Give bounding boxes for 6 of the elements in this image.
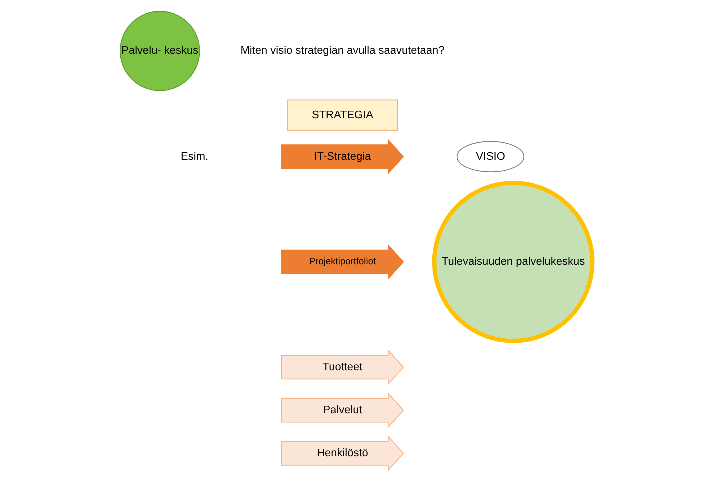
node-circle: Tulevaisuuden palvelukeskus [432, 180, 594, 344]
node-box: STRATEGIA [286, 100, 398, 132]
node-ellipse: VISIO [456, 141, 524, 173]
node-circle: Palvelu- keskus [119, 11, 200, 92]
label: Miten visio strategian avulla saavutetaan? [240, 45, 444, 58]
label: Esim. [180, 150, 208, 163]
